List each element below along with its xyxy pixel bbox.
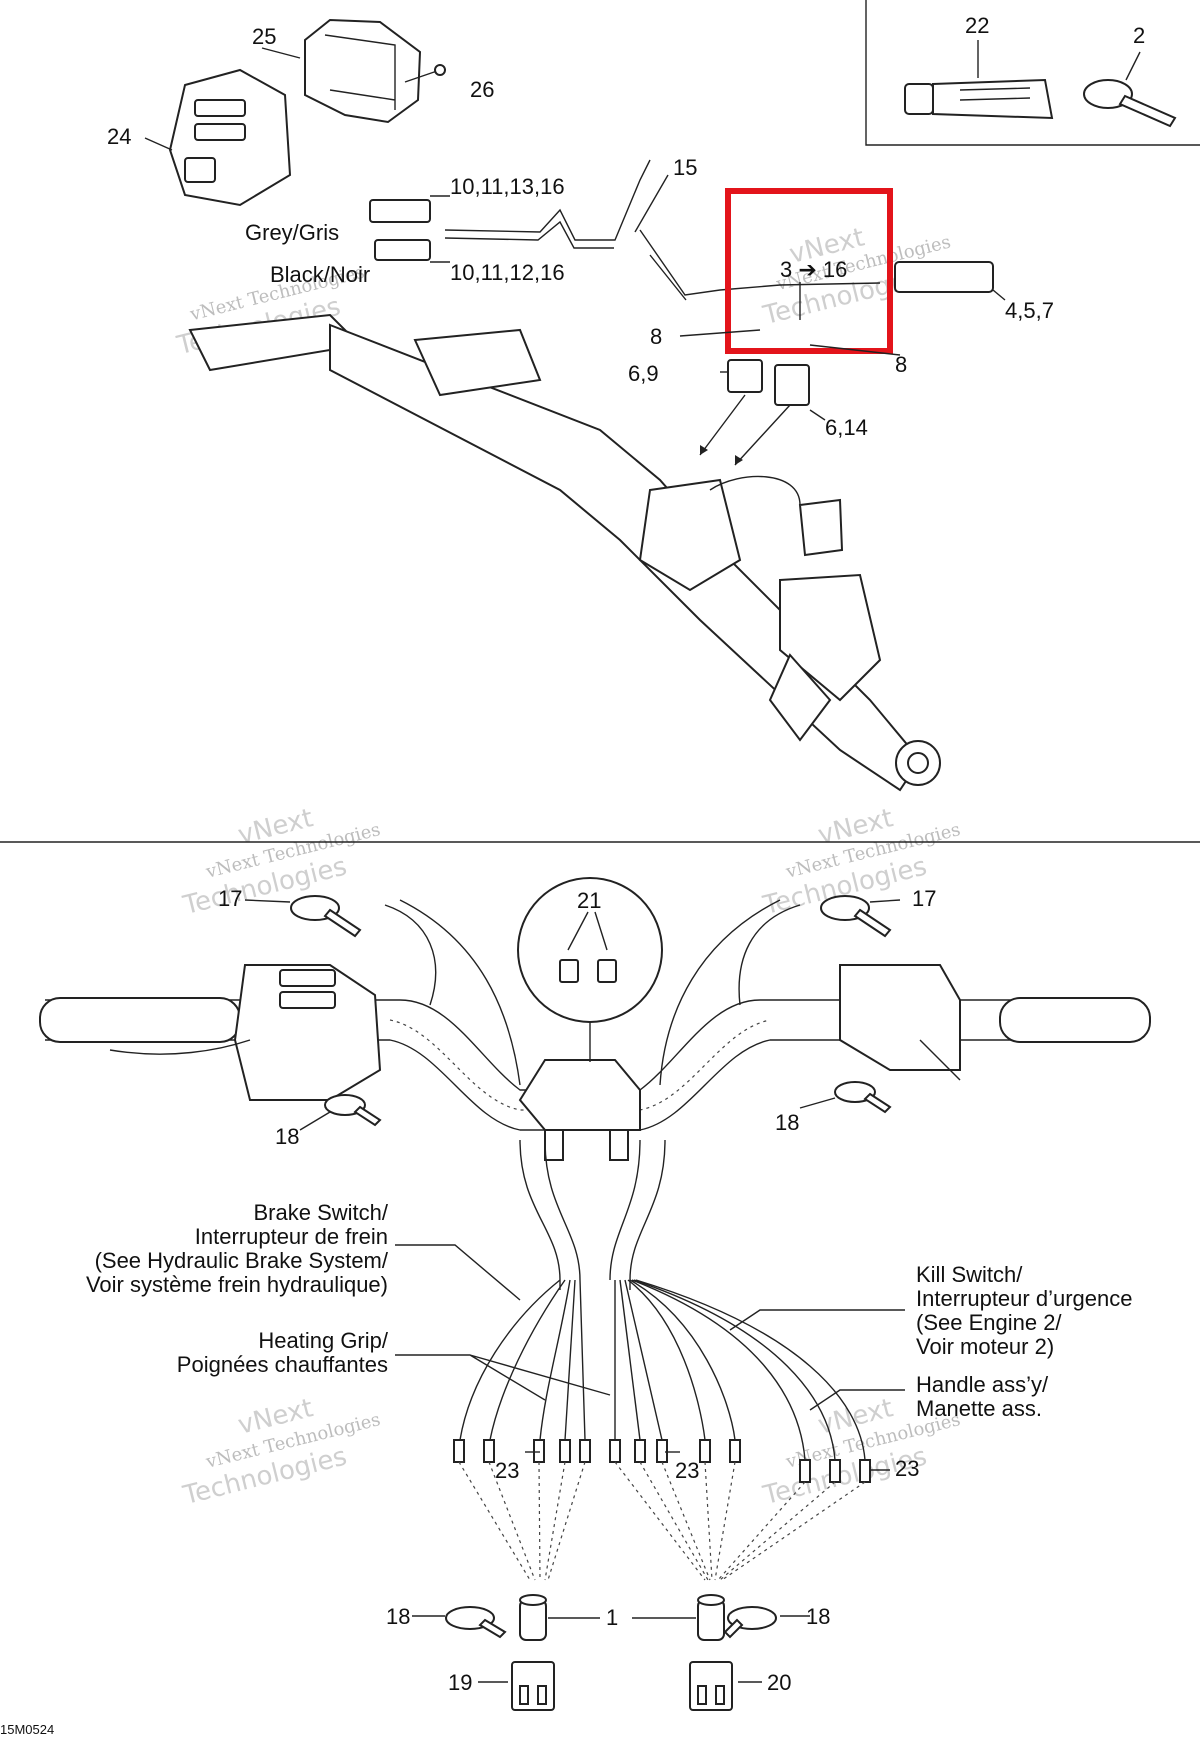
brake-note-line-1: Brake Switch/: [254, 1200, 389, 1225]
callout-6-14: 6,14: [825, 415, 868, 440]
callout-2: 2: [1133, 23, 1145, 48]
figure-code: 15M0524: [0, 1722, 54, 1737]
brake-note-line-3: (See Hydraulic Brake System/: [95, 1248, 389, 1273]
kill-note-line-4: Voir moteur 2): [916, 1334, 1054, 1359]
callout-23-middle: 23: [675, 1458, 699, 1483]
handle-note-line-2: Manette ass.: [916, 1396, 1042, 1421]
kill-switch-note: Kill Switch/ Interrupteur d’urgence (See…: [916, 1262, 1132, 1359]
callout-17-left: 17: [218, 886, 242, 911]
callout-6-9: 6,9: [628, 361, 659, 386]
callout-4-5-7: 4,5,7: [1005, 298, 1054, 323]
callout-3-to-16: 3 ➔ 16: [780, 257, 847, 282]
callout-23-left: 23: [495, 1458, 519, 1483]
cable-tie-drawing: [1083, 79, 1177, 128]
kill-note-line-2: Interrupteur d’urgence: [916, 1286, 1132, 1311]
callout-18-lower-left: 18: [386, 1604, 410, 1629]
callout-15: 15: [673, 155, 697, 180]
bottom-parts: 1 18 18 19 20: [386, 1594, 830, 1711]
watermarks: vNext Technologies Technologies vNext vN…: [173, 222, 962, 1511]
label-black-wire: Black/Noir: [270, 262, 370, 287]
callout-25: 25: [252, 24, 276, 49]
callout-19: 19: [448, 1670, 472, 1695]
lower-handlebar: 21 17 17 18 18: [39, 877, 1151, 1161]
heating-note-line-2: Poignées chauffantes: [177, 1352, 388, 1377]
callout-10-11-12-16: 10,11,12,16: [450, 260, 565, 285]
kill-note-line-1: Kill Switch/: [916, 1262, 1023, 1287]
callout-8-left: 8: [650, 324, 662, 349]
callout-22: 22: [965, 13, 989, 38]
inset-box: 22 2: [865, 0, 1200, 146]
callout-8-right: 8: [895, 352, 907, 377]
brake-note-line-4: Voir système frein hydraulique): [86, 1272, 388, 1297]
handle-assembly-note: Handle ass’y/ Manette ass.: [916, 1372, 1049, 1421]
callout-18-lower-right: 18: [806, 1604, 830, 1629]
label-grey-wire: Grey/Gris: [245, 220, 339, 245]
callout-1: 1: [606, 1605, 618, 1630]
handlebar-isometric: [188, 313, 941, 792]
connectors-6: 8 8 6,9 6,14: [628, 324, 907, 466]
callout-24: 24: [107, 124, 131, 149]
heating-grip-note: Heating Grip/ Poignées chauffantes: [177, 1328, 389, 1377]
callout-20: 20: [767, 1670, 791, 1695]
handle-note-line-1: Handle ass’y/: [916, 1372, 1049, 1397]
highlight-box: [725, 188, 893, 354]
callout-23-right: 23: [895, 1456, 919, 1481]
callout-18-upper-right: 18: [775, 1110, 799, 1135]
brake-note-line-2: Interrupteur de frein: [195, 1224, 388, 1249]
callout-21: 21: [577, 888, 601, 913]
wiring-harness-15: 15 10,11,13,16 10,11,12,16 Grey/Gris Bla…: [245, 155, 1054, 323]
wiring-bundles: 23 23 23: [453, 1139, 919, 1581]
heating-note-line-1: Heating Grip/: [258, 1328, 389, 1353]
callout-18-upper-left: 18: [275, 1124, 299, 1149]
grease-tube-drawing: [904, 78, 1054, 120]
callout-10-11-13-16: 10,11,13,16: [450, 174, 565, 199]
brake-switch-note: Brake Switch/ Interrupteur de frein (See…: [86, 1200, 389, 1297]
callout-17-right: 17: [912, 886, 936, 911]
switch-housing-parts: 25 26 24: [107, 18, 494, 207]
callout-26: 26: [470, 77, 494, 102]
kill-note-line-3: (See Engine 2/: [916, 1310, 1062, 1335]
